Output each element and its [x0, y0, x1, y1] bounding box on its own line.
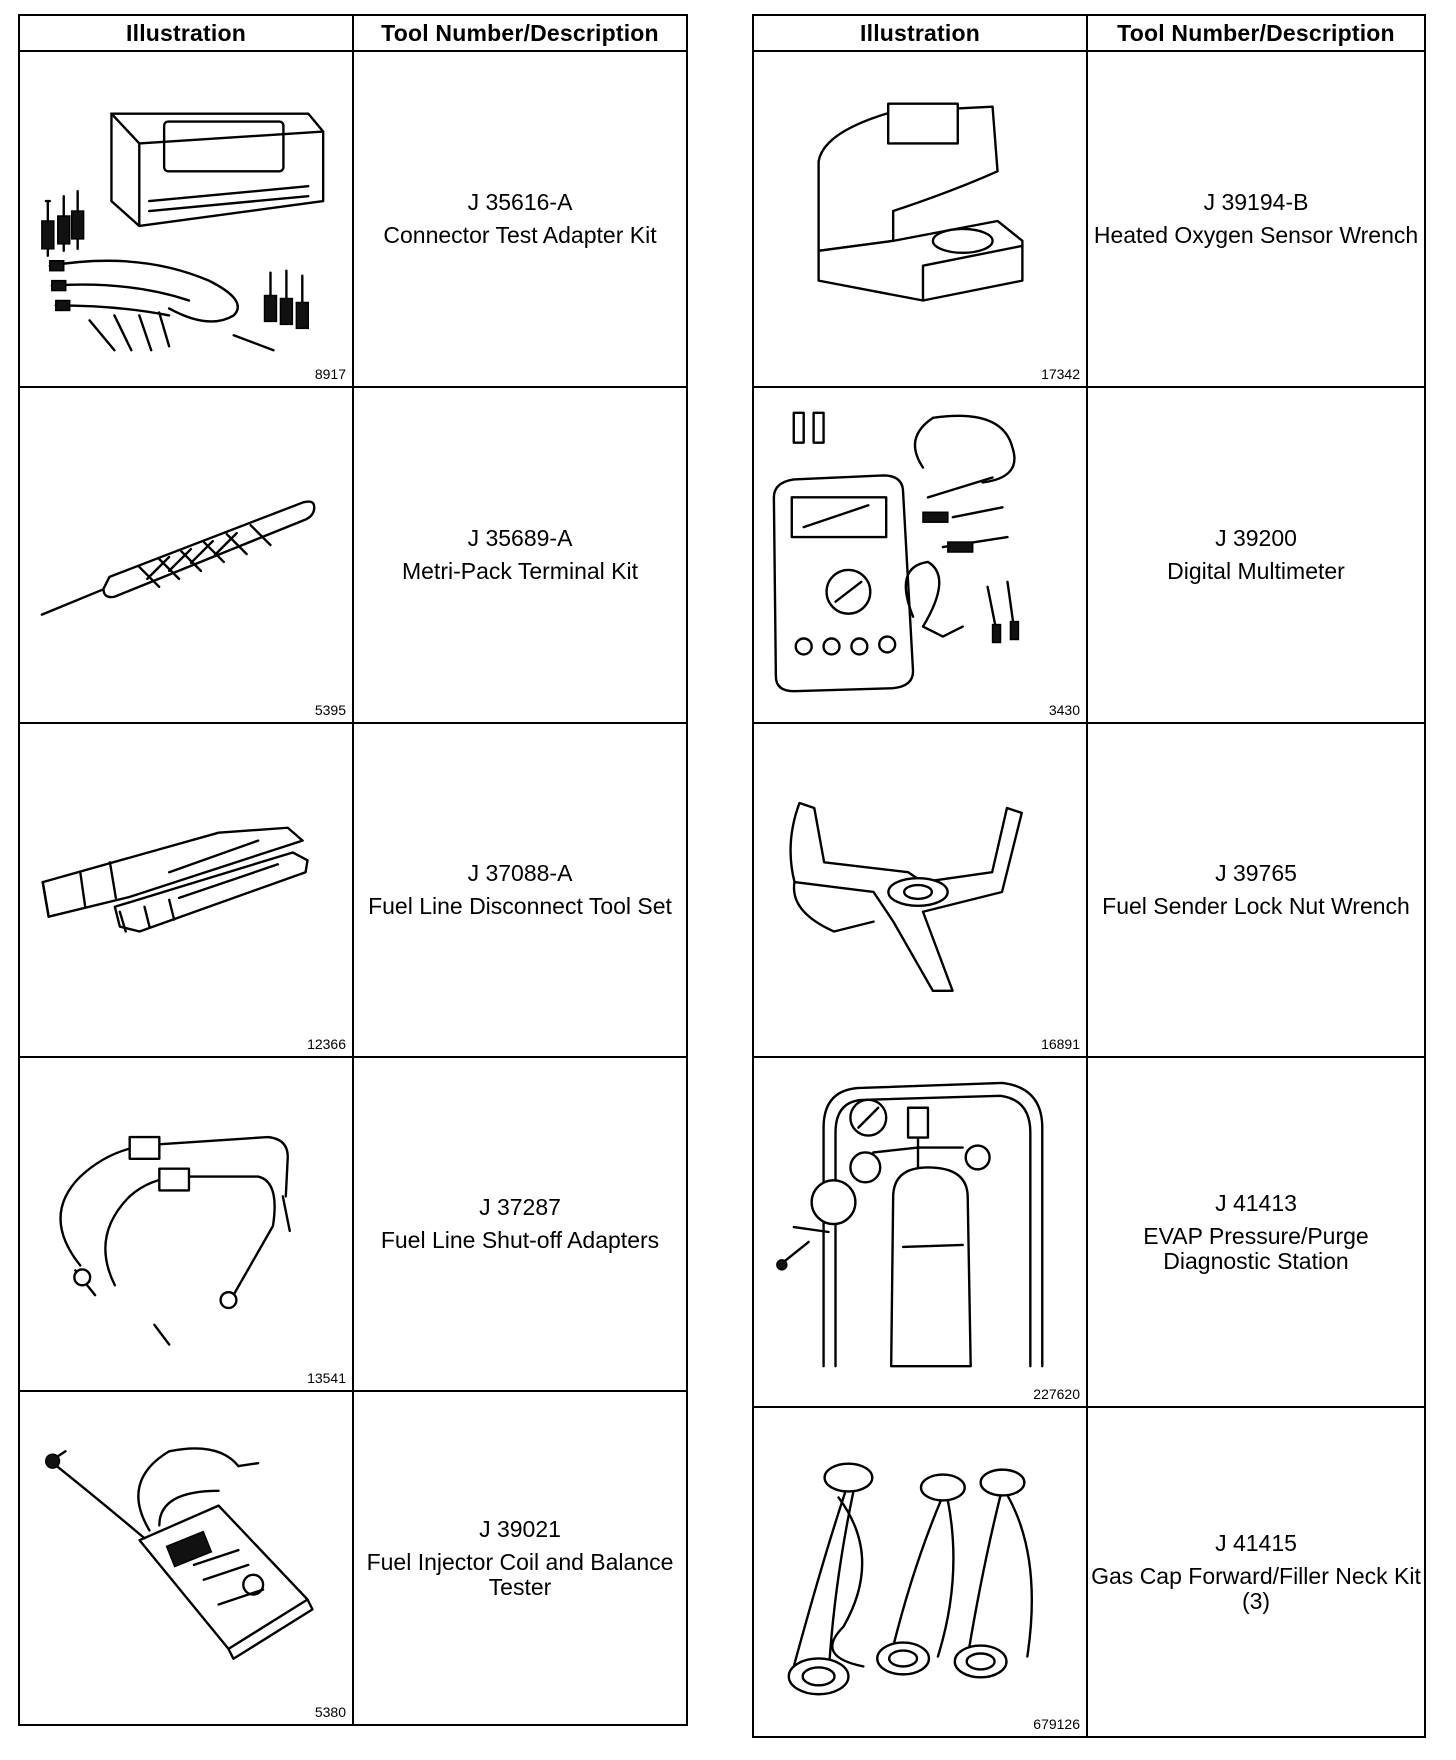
table-row: 5395 J 35689-A Metri-Pack Terminal Kit: [18, 386, 688, 724]
table-row: 8917 J 35616-A Connector Test Adapter Ki…: [18, 50, 688, 388]
tool-number: J 39021: [479, 1515, 561, 1542]
tool-description-cell: J 37088-A Fuel Line Disconnect Tool Set: [352, 722, 688, 1058]
tool-number: J 37287: [479, 1194, 561, 1220]
figure-number: 13541: [307, 1370, 346, 1386]
tool-description-cell: J 35689-A Metri-Pack Terminal Kit: [352, 386, 688, 724]
metri-pack-terminal-kit-illustration: [40, 500, 316, 616]
figure-number: 8917: [314, 366, 346, 382]
tool-number: J 39194-B: [1203, 189, 1309, 215]
fuel-injector-tester-illustration: [44, 1447, 314, 1660]
table-row: 16891 J 39765 Fuel Sender Lock Nut Wrenc…: [752, 722, 1426, 1058]
table-header-row: Illustration Tool Number/Description: [18, 14, 688, 52]
table-row: 679126 J 41415 Gas Cap Forward/Filler Ne…: [752, 1406, 1426, 1738]
table-row: 13541 J 37287 Fuel Line Shut-off Adapter…: [18, 1056, 688, 1392]
tools-table-left: Illustration Tool Number/Description: [18, 14, 688, 1726]
table-row: 12366 J 37088-A Fuel Line Disconnect Too…: [18, 722, 688, 1058]
tool-description: Fuel Line Shut-off Adapters: [380, 1227, 660, 1253]
gas-cap-filler-neck-kit-illustration: [787, 1462, 1034, 1696]
table-header-row: Illustration Tool Number/Description: [752, 14, 1426, 52]
figure-number: 3430: [1048, 702, 1080, 718]
fuel-line-shutoff-adapters-illustration: [59, 1135, 291, 1346]
illustration-cell: 12366: [18, 722, 354, 1058]
tool-number: J 41415: [1215, 1529, 1297, 1556]
tool-description: Fuel Sender Lock Nut Wrench: [1102, 893, 1410, 919]
illustration-cell: 16891: [752, 722, 1088, 1058]
tool-description-cell: J 39021 Fuel Injector Coil and Balance T…: [352, 1390, 688, 1726]
tool-description-cell: J 35616-A Connector Test Adapter Kit: [352, 50, 688, 388]
tool-description: Fuel Line Disconnect Tool Set: [368, 893, 672, 919]
tool-description: Digital Multimeter: [1167, 558, 1345, 584]
tool-number: J 39200: [1215, 525, 1297, 551]
tool-description-cell: J 39194-B Heated Oxygen Sensor Wrench: [1086, 50, 1426, 388]
digital-multimeter-illustration: [772, 411, 1020, 693]
table-row: 17342 J 39194-B Heated Oxygen Sensor Wre…: [752, 50, 1426, 388]
fuel-sender-lock-nut-wrench-illustration: [789, 801, 1023, 992]
tool-number: J 35689-A: [467, 525, 573, 551]
illustration-cell: 227620: [752, 1056, 1088, 1408]
illustration-cell: 5395: [18, 386, 354, 724]
tool-description-cell: J 41413 EVAP Pressure/Purge Diagnostic S…: [1086, 1056, 1426, 1408]
connector-test-adapter-kit-illustration: [41, 112, 325, 352]
illustration-cell: 8917: [18, 50, 354, 388]
illustration-cell: 5380: [18, 1390, 354, 1726]
figure-number: 12366: [307, 1036, 346, 1052]
tool-description: Heated Oxygen Sensor Wrench: [1093, 222, 1419, 248]
evap-diagnostic-station-illustration: [776, 1081, 1044, 1368]
tool-number: J 39765: [1215, 860, 1297, 886]
tool-description-cell: J 39765 Fuel Sender Lock Nut Wrench: [1086, 722, 1426, 1058]
table-row: 5380 J 39021 Fuel Injector Coil and Bala…: [18, 1390, 688, 1726]
oxygen-sensor-wrench-illustration: [817, 102, 1024, 302]
header-tool-number-description: Tool Number/Description: [1086, 14, 1426, 52]
tool-number: J 35616-A: [467, 189, 573, 215]
illustration-cell: 17342: [752, 50, 1088, 388]
tool-number: J 37088-A: [467, 860, 573, 886]
table-row: 227620 J 41413 EVAP Pressure/Purge Diagn…: [752, 1056, 1426, 1408]
figure-number: 679126: [1033, 1716, 1080, 1732]
header-tool-number-description: Tool Number/Description: [352, 14, 688, 52]
tool-description: Metri-Pack Terminal Kit: [401, 558, 639, 584]
figure-number: 5380: [314, 1704, 346, 1720]
tools-table-right: Illustration Tool Number/Description 173…: [752, 14, 1426, 1738]
header-illustration: Illustration: [18, 14, 354, 52]
fuel-line-disconnect-tool-illustration: [41, 826, 309, 933]
tool-description: Fuel Injector Coil and Balance Tester: [366, 1548, 674, 1600]
illustration-cell: 679126: [752, 1406, 1088, 1738]
tool-number: J 41413: [1215, 1189, 1297, 1216]
table-row: 3430 J 39200 Digital Multimeter: [752, 386, 1426, 724]
illustration-cell: 3430: [752, 386, 1088, 724]
tool-description-cell: J 37287 Fuel Line Shut-off Adapters: [352, 1056, 688, 1392]
figure-number: 5395: [314, 702, 346, 718]
tool-description-cell: J 41415 Gas Cap Forward/Filler Neck Kit …: [1086, 1406, 1426, 1738]
tool-description: Connector Test Adapter Kit: [383, 222, 657, 248]
figure-number: 17342: [1041, 366, 1080, 382]
tool-description-cell: J 39200 Digital Multimeter: [1086, 386, 1426, 724]
illustration-cell: 13541: [18, 1056, 354, 1392]
tool-description: Gas Cap Forward/Filler Neck Kit (3): [1091, 1562, 1421, 1614]
figure-number: 16891: [1041, 1036, 1080, 1052]
tool-description: EVAP Pressure/Purge Diagnostic Station: [1143, 1222, 1369, 1274]
figure-number: 227620: [1033, 1386, 1080, 1402]
header-illustration: Illustration: [752, 14, 1088, 52]
